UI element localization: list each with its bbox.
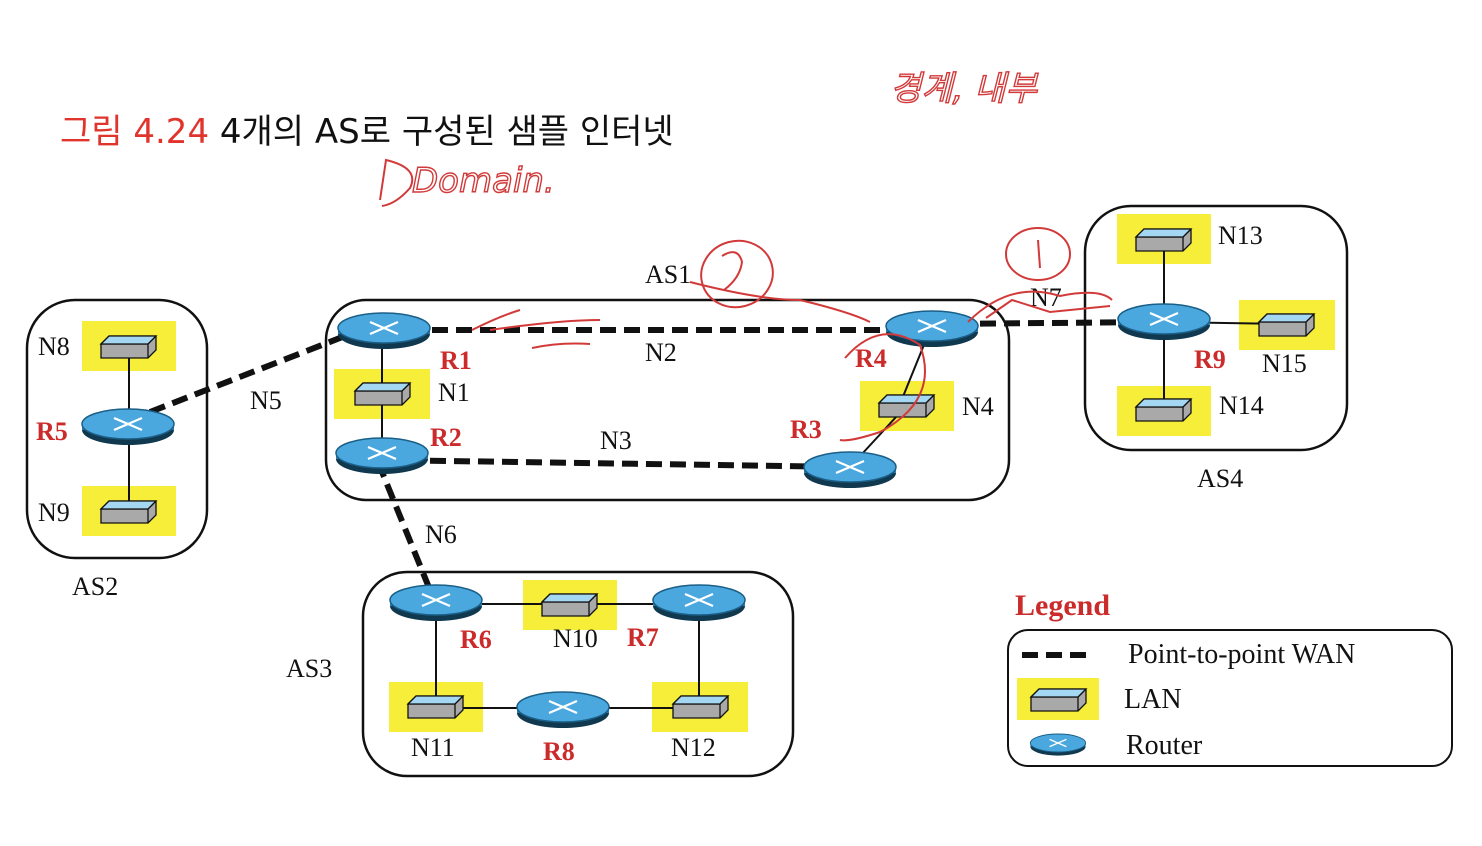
network-labels: N8 N9 N1 N2 N3 N4 N5 N6 N7 N10 N11 N12 N… xyxy=(38,221,1307,762)
legend: Legend Point-to-point WAN LAN Router xyxy=(1007,589,1453,767)
lan-n11-icon xyxy=(407,695,464,719)
label-n14: N14 xyxy=(1219,391,1264,420)
lan-n1-icon xyxy=(354,382,411,406)
router-r2-icon xyxy=(334,436,430,476)
router-r4-icon xyxy=(884,309,980,349)
router-r3-icon xyxy=(802,450,898,490)
label-r8: R8 xyxy=(543,737,575,766)
router-r5-icon xyxy=(80,407,176,447)
label-r5: R5 xyxy=(36,417,68,446)
label-r3: R3 xyxy=(790,415,822,444)
legend-router-icon xyxy=(1029,733,1087,757)
lan-n13-icon xyxy=(1135,228,1192,252)
figure-number: 그림 4.24 xyxy=(60,112,210,152)
label-n10: N10 xyxy=(553,624,598,653)
label-n9: N9 xyxy=(38,498,70,527)
label-r1: R1 xyxy=(440,346,472,375)
lan-n8-icon xyxy=(100,335,157,359)
legend-router-label: Router xyxy=(1126,730,1203,761)
label-as4: AS4 xyxy=(1197,464,1243,493)
router-r6-icon xyxy=(388,583,484,623)
label-n3: N3 xyxy=(600,426,632,455)
label-n5: N5 xyxy=(250,386,282,415)
router-r7-icon xyxy=(651,583,747,623)
legend-box xyxy=(1007,629,1453,767)
label-n8: N8 xyxy=(38,332,70,361)
annotation-domain: Domain. xyxy=(412,161,555,201)
lan-n9-icon xyxy=(100,500,157,524)
label-n13: N13 xyxy=(1218,221,1263,250)
routers xyxy=(80,302,1212,730)
legend-title: Legend xyxy=(1015,589,1110,622)
label-n2: N2 xyxy=(645,338,677,367)
label-r4: R4 xyxy=(855,344,887,373)
legend-wan-label: Point-to-point WAN xyxy=(1128,639,1355,670)
as3-boundary xyxy=(361,570,795,778)
router-r9-icon xyxy=(1116,302,1212,342)
figure-title: 그림 4.24 4개의 AS로 구성된 샘플 인터넷 xyxy=(60,104,674,153)
label-r7: R7 xyxy=(627,623,659,652)
as1-boundary xyxy=(324,298,1011,502)
as-labels: AS1 AS2 AS3 AS4 xyxy=(72,260,1243,683)
lan-n12-icon xyxy=(672,695,729,719)
router-r8-icon xyxy=(515,690,611,730)
as4-boundary xyxy=(1083,204,1349,452)
label-r2: R2 xyxy=(430,423,462,452)
annotation-top: 경계, 내부 xyxy=(890,69,1038,109)
label-n12: N12 xyxy=(671,733,716,762)
label-r6: R6 xyxy=(460,625,492,654)
lan-n15-icon xyxy=(1258,313,1315,337)
label-n15: N15 xyxy=(1262,349,1307,378)
lan-links xyxy=(128,240,1287,709)
label-n1: N1 xyxy=(438,378,470,407)
label-n6: N6 xyxy=(425,520,457,549)
legend-lan-label: LAN xyxy=(1124,684,1182,715)
label-r9: R9 xyxy=(1194,345,1226,374)
lan-n10-icon xyxy=(541,593,598,617)
lan-n14-icon xyxy=(1135,398,1192,422)
legend-lan-icon xyxy=(1030,688,1087,712)
label-as1: AS1 xyxy=(645,260,691,289)
label-n11: N11 xyxy=(411,733,455,762)
router-labels: R1 R2 R3 R4 R5 R6 R7 R8 R9 xyxy=(36,344,1226,766)
label-as3: AS3 xyxy=(286,654,332,683)
label-n4: N4 xyxy=(962,392,994,421)
label-as2: AS2 xyxy=(72,572,118,601)
as2-boundary xyxy=(25,298,209,560)
router-r1-icon xyxy=(336,311,432,351)
handwritten-annotations xyxy=(379,158,1113,442)
figure-title-text: 4개의 AS로 구성된 샘플 인터넷 xyxy=(219,112,674,152)
